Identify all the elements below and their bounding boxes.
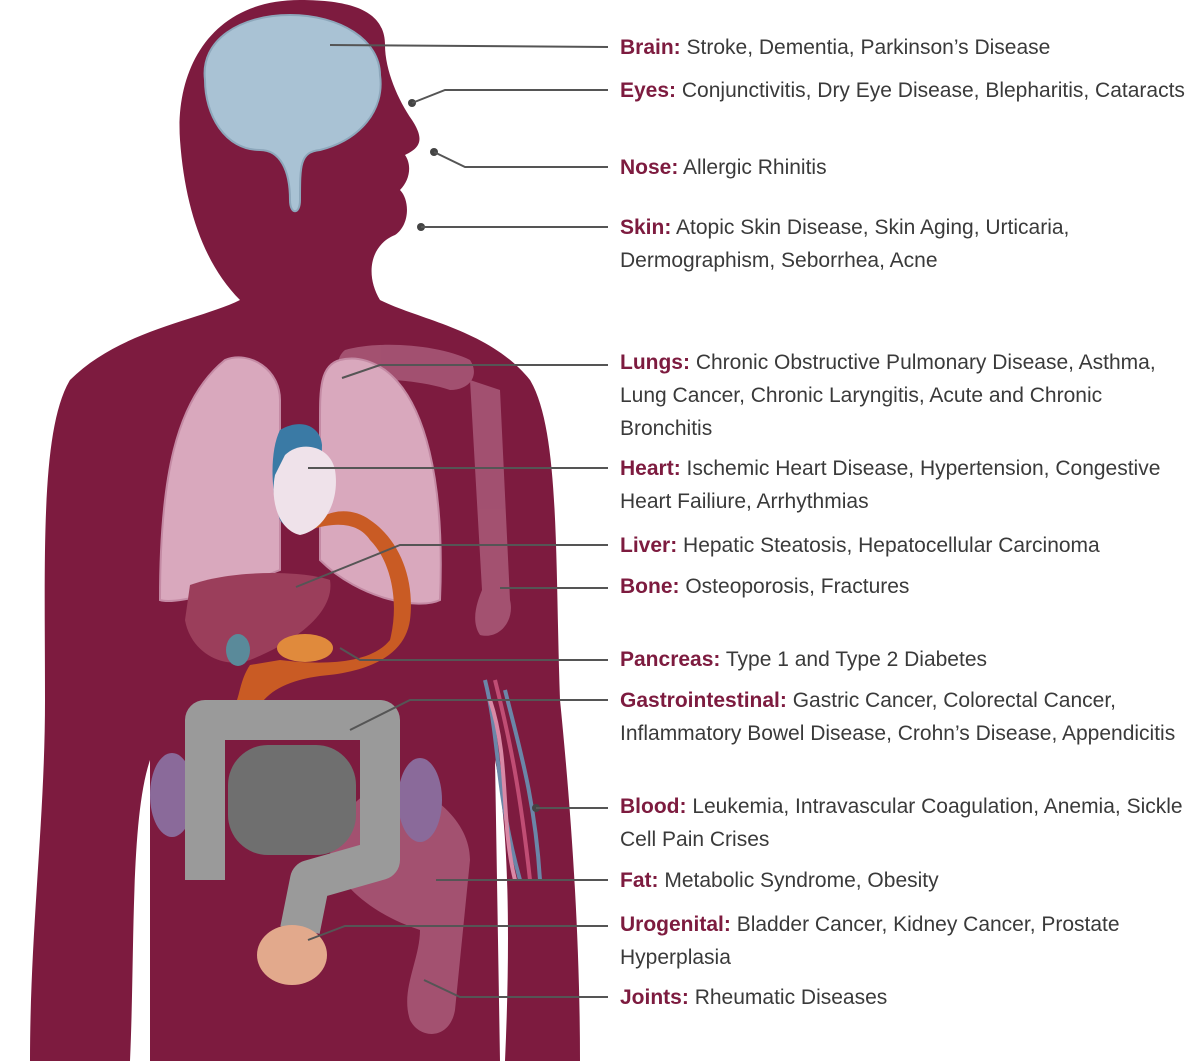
pancreas — [277, 634, 333, 662]
label-gastrointestinal: Gastrointestinal: Gastric Cancer, Colore… — [620, 684, 1185, 750]
label-nose: Nose: Allergic Rhinitis — [620, 151, 1185, 184]
label-heart: Heart: Ischemic Heart Disease, Hypertens… — [620, 452, 1185, 518]
label-eyes: Eyes: Conjunctivitis, Dry Eye Disease, B… — [620, 74, 1185, 107]
label-pancreas: Pancreas: Type 1 and Type 2 Diabetes — [620, 643, 1185, 676]
label-fat: Fat: Metabolic Syndrome, Obesity — [620, 864, 1185, 897]
label-bone: Bone: Osteoporosis, Fractures — [620, 570, 1185, 603]
small-intestine — [228, 745, 356, 855]
label-brain: Brain: Stroke, Dementia, Parkinson’s Dis… — [620, 31, 1185, 64]
label-urogenital: Urogenital: Bladder Cancer, Kidney Cance… — [620, 908, 1185, 974]
bladder — [257, 925, 327, 985]
label-skin: Skin: Atopic Skin Disease, Skin Aging, U… — [620, 211, 1185, 277]
label-blood: Blood: Leukemia, Intravascular Coagulati… — [620, 790, 1185, 856]
label-lungs: Lungs: Chronic Obstructive Pulmonary Dis… — [620, 346, 1185, 445]
label-liver: Liver: Hepatic Steatosis, Hepatocellular… — [620, 529, 1185, 562]
label-joints: Joints: Rheumatic Diseases — [620, 981, 1185, 1014]
